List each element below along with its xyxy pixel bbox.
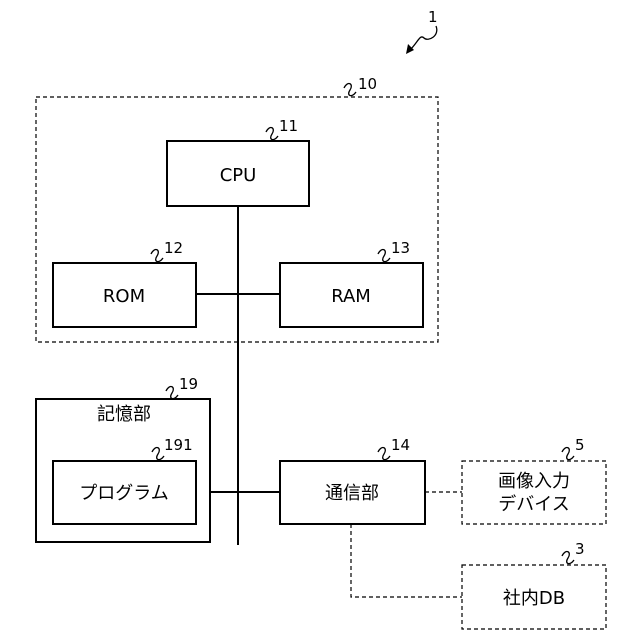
- ram-ref-leader: [378, 250, 390, 262]
- cpu-block: CPU 11: [167, 117, 309, 206]
- comm-label: 通信部: [325, 483, 379, 504]
- company-db-ref-number: 3: [575, 540, 585, 558]
- company-db-ref-leader: [562, 552, 574, 564]
- cpu-ref-number: 11: [279, 117, 298, 135]
- ram-ref-number: 13: [391, 239, 410, 257]
- computer-ref-leader: [344, 84, 356, 96]
- image-input-label-line2: デバイス: [498, 494, 569, 515]
- rom-block: ROM 12: [53, 239, 196, 327]
- cpu-label: CPU: [220, 165, 257, 186]
- computer-ref-number: 10: [358, 75, 377, 93]
- system-reference: 1: [406, 8, 438, 54]
- system-ref-arrow: [410, 26, 437, 50]
- company-db-block: 社内DB 3: [462, 540, 606, 629]
- rom-label: ROM: [103, 286, 145, 307]
- storage-label: 記憶部: [97, 404, 151, 425]
- image-input-ref-leader: [562, 448, 574, 460]
- comm-db-link: [351, 524, 462, 597]
- comm-block: 通信部 14: [280, 436, 425, 524]
- ram-block: RAM 13: [280, 239, 423, 327]
- storage-ref-number: 19: [179, 375, 198, 393]
- ram-label: RAM: [331, 286, 371, 307]
- system-ref-number: 1: [428, 8, 438, 26]
- image-input-label-line1: 画像入力: [498, 471, 570, 492]
- rom-ref-number: 12: [164, 239, 183, 257]
- storage-ref-leader: [166, 387, 178, 399]
- image-input-block: 画像入力 デバイス 5: [462, 436, 606, 524]
- company-db-label: 社内DB: [503, 588, 565, 609]
- comm-ref-leader: [378, 448, 390, 460]
- program-label: プログラム: [79, 483, 168, 504]
- cpu-ref-leader: [266, 128, 278, 140]
- rom-ref-leader: [151, 250, 163, 262]
- image-input-ref-number: 5: [575, 436, 585, 454]
- system-ref-arrowhead: [406, 44, 414, 54]
- program-ref-number: 191: [164, 436, 193, 454]
- comm-ref-number: 14: [391, 436, 410, 454]
